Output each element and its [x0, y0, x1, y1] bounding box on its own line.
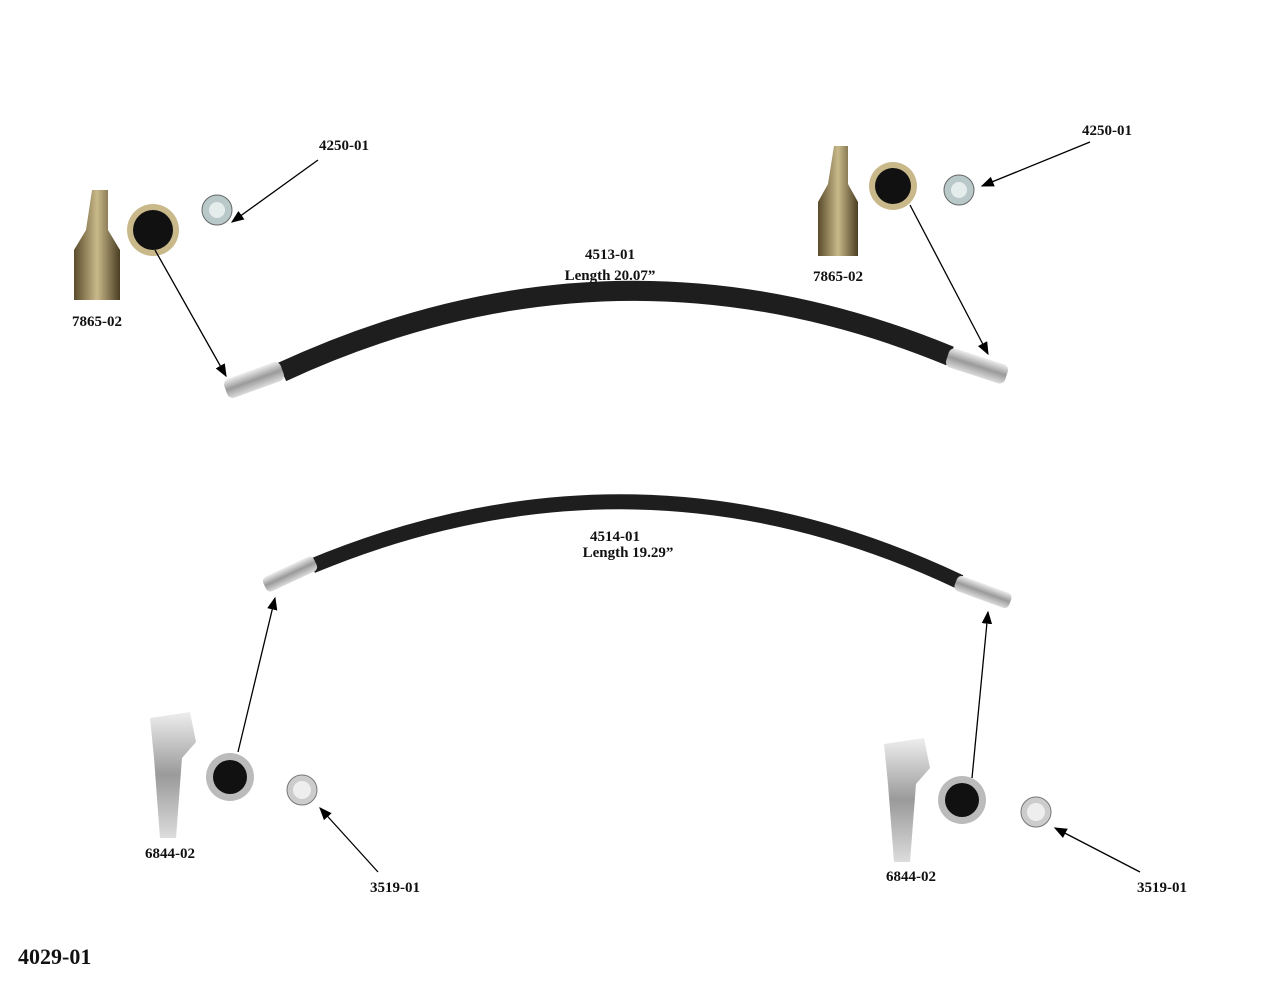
lower-hose-right-end-fitting — [954, 575, 1012, 609]
arrow — [154, 249, 227, 378]
upper-hose-left-end-fitting — [224, 362, 284, 398]
label-fitting-lower-left: 6844-02 — [145, 846, 195, 862]
steel-fitting-icon — [150, 712, 196, 838]
arrow — [319, 807, 379, 873]
label-lower-hose-length: Length 19.29” — [583, 545, 674, 561]
lower-hose — [309, 494, 964, 589]
arrow — [909, 204, 989, 356]
steel-fitting-icon — [884, 738, 930, 862]
arrow — [980, 141, 1091, 187]
label-sleeve-upper-left: 4250-01 — [319, 138, 369, 154]
label-sleeve-lower-left: 3519-01 — [370, 880, 420, 896]
label-upper-hose-part: 4513-01 — [585, 247, 635, 263]
arrow — [237, 596, 278, 753]
label-sleeve-upper-right: 4250-01 — [1082, 123, 1132, 139]
label-fitting-lower-right: 6844-02 — [886, 869, 936, 885]
brass-fitting-icon — [818, 146, 858, 256]
label-fitting-upper-right: 7865-02 — [813, 269, 863, 285]
arrow — [1053, 827, 1141, 873]
label-sleeve-lower-right: 3519-01 — [1137, 880, 1187, 896]
label-fitting-upper-left: 7865-02 — [72, 314, 122, 330]
label-lower-hose-part: 4514-01 — [590, 529, 640, 545]
lower-hose-left-end-fitting — [262, 556, 318, 592]
arrow — [971, 610, 993, 779]
arrow — [230, 159, 319, 223]
upper-hose — [277, 280, 954, 382]
brass-fitting-icon — [74, 190, 120, 300]
label-upper-hose-length: Length 20.07” — [565, 268, 656, 284]
kit-number: 4029-01 — [18, 944, 91, 969]
upper-hose-right-end-fitting — [945, 348, 1009, 384]
